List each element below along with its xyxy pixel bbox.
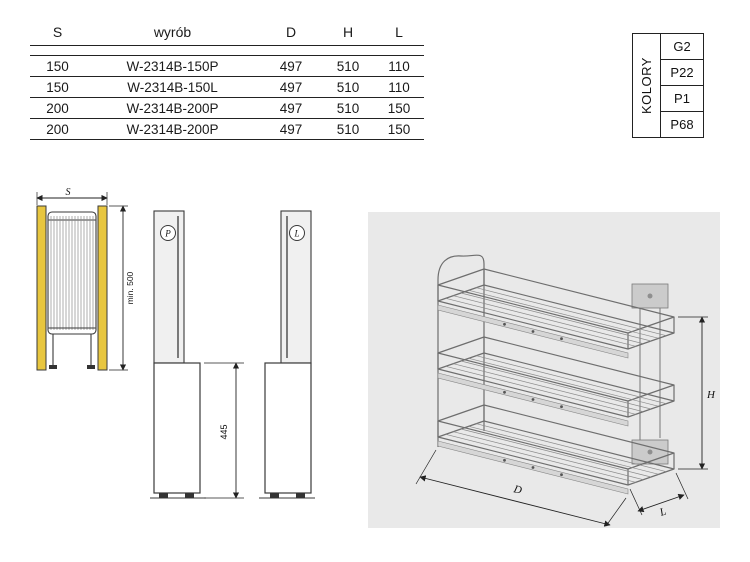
left-side-panel — [36, 205, 47, 371]
cell-d: 497 — [260, 55, 322, 77]
depth-dimension: D — [415, 449, 627, 527]
table-spacer — [30, 46, 424, 56]
cell-l: 110 — [374, 76, 424, 98]
front-width-dim-label: S — [66, 187, 71, 198]
product-spec-table: S wyrób D H L 150 W-2314B-150P 497 510 1… — [30, 22, 424, 140]
variant-l-door — [264, 362, 312, 494]
cell-d: 497 — [260, 97, 322, 119]
cell-product: W-2314B-200P — [85, 97, 260, 119]
cell-l: 110 — [374, 55, 424, 77]
iso-view-background — [368, 212, 720, 528]
col-header-d: D — [260, 22, 322, 46]
basket-wires — [50, 216, 94, 330]
cell-product: W-2314B-150P — [85, 55, 260, 77]
cell-h: 510 — [322, 97, 374, 119]
height-dim-label: H — [706, 389, 716, 401]
iso-view-drawing: D L H — [368, 212, 720, 528]
variant-height-dim-label: 445 — [219, 424, 229, 439]
cell-h: 510 — [322, 76, 374, 98]
width-dim-label: L — [657, 505, 668, 519]
cell-s: 200 — [30, 97, 85, 119]
variant-p-door — [153, 362, 201, 494]
front-width-dimension: S — [36, 187, 108, 205]
col-header-l: L — [374, 22, 424, 46]
cell-d: 497 — [260, 118, 322, 140]
right-side-panel — [97, 205, 108, 371]
cell-product: W-2314B-200P — [85, 118, 260, 140]
variant-l-label: L — [293, 229, 299, 239]
front-height-dimension: min. 500 — [109, 205, 135, 371]
table-row: 150 W-2314B-150P 497 510 110 — [30, 55, 424, 77]
cell-h: 510 — [322, 55, 374, 77]
cell-l: 150 — [374, 118, 424, 140]
variant-l-badge — [289, 225, 305, 241]
variant-views-drawing: P L 445 — [150, 210, 315, 499]
spec-header-row: S wyrób D H L — [30, 22, 424, 46]
colors-code-list: G2 P22 P1 P68 — [660, 34, 703, 137]
basket-front — [47, 211, 97, 369]
variant-p-drawing: P — [150, 210, 206, 499]
cell-d: 497 — [260, 76, 322, 98]
col-header-h: H — [322, 22, 374, 46]
cell-s: 150 — [30, 55, 85, 77]
variant-l-drawing: L — [259, 210, 315, 499]
variant-height-dimension: 445 — [204, 362, 244, 499]
table-row: 200 W-2314B-200P 497 510 150 — [30, 97, 424, 119]
col-header-s: S — [30, 22, 85, 46]
depth-dim-label: D — [511, 483, 523, 497]
cell-s: 150 — [30, 76, 85, 98]
color-code: P68 — [661, 111, 703, 137]
cell-product: W-2314B-150L — [85, 76, 260, 98]
variant-p-badge — [160, 225, 176, 241]
table-row: 150 W-2314B-150L 497 510 110 — [30, 76, 424, 98]
col-header-product: wyrób — [85, 22, 260, 46]
variant-p-label: P — [164, 229, 171, 239]
table-row: 200 W-2314B-200P 497 510 150 — [30, 118, 424, 140]
color-code: P1 — [661, 85, 703, 111]
cell-l: 150 — [374, 97, 424, 119]
front-height-dim-label: min. 500 — [125, 271, 135, 304]
color-code: G2 — [673, 39, 691, 54]
cell-h: 510 — [322, 118, 374, 140]
colors-box-title: KOLORY — [639, 57, 654, 114]
colors-box: KOLORY G2 P22 P1 P68 — [632, 33, 704, 138]
height-dimension: H — [678, 316, 716, 470]
basket-frame — [437, 254, 675, 495]
width-dimension: L — [629, 472, 689, 519]
cell-s: 200 — [30, 118, 85, 140]
color-code: P22 — [661, 59, 703, 85]
front-view-drawing: S min. 500 — [36, 187, 135, 371]
